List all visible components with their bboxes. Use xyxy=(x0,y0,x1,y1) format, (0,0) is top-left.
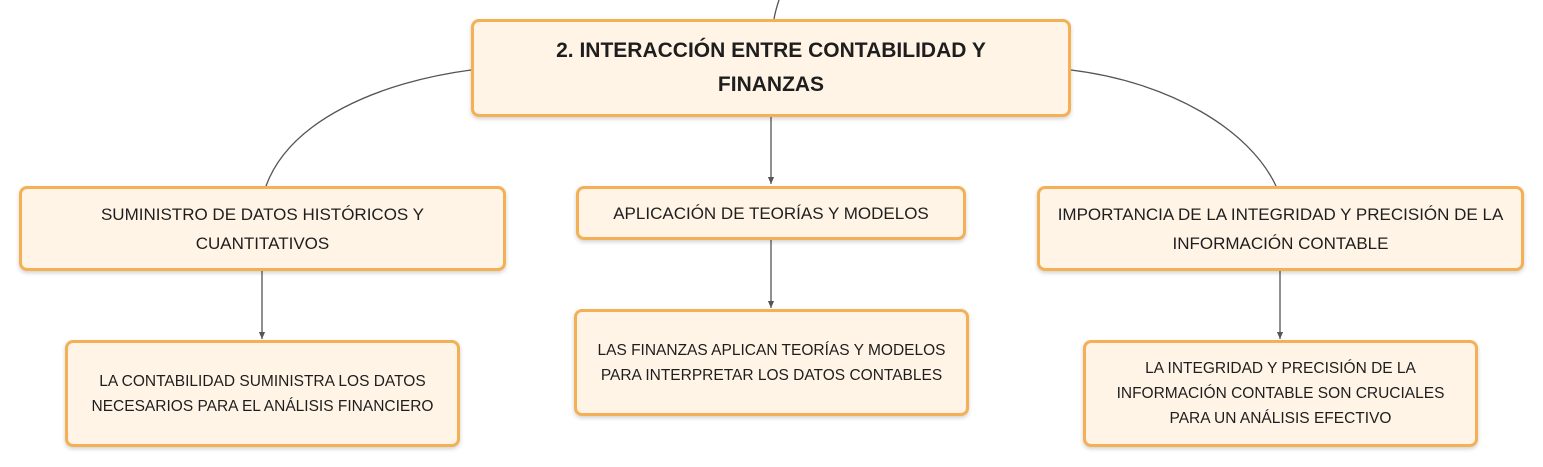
connector-root-to-branch-1 xyxy=(265,69,472,187)
child-node-suministro[interactable]: LA CONTABILIDAD SUMINISTRA LOS DATOS NEC… xyxy=(65,340,460,447)
root-node[interactable]: 2. INTERACCIÓN ENTRE CONTABILIDAD Y FINA… xyxy=(471,19,1071,117)
connector-root-to-branch-3 xyxy=(1070,69,1277,187)
branch-node-aplicacion[interactable]: APLICACIÓN DE TEORÍAS Y MODELOS xyxy=(576,186,966,240)
branch-node-suministro[interactable]: SUMINISTRO DE DATOS HISTÓRICOS Y CUANTIT… xyxy=(19,186,506,271)
incoming-connector xyxy=(773,0,780,20)
child-label-suministro: LA CONTABILIDAD SUMINISTRA LOS DATOS NEC… xyxy=(91,372,434,415)
branch-node-importancia[interactable]: IMPORTANCIA DE LA INTEGRIDAD Y PRECISIÓN… xyxy=(1037,186,1524,271)
branch-label-suministro: SUMINISTRO DE DATOS HISTÓRICOS Y CUANTIT… xyxy=(100,204,425,253)
root-label: 2. INTERACCIÓN ENTRE CONTABILIDAD Y FINA… xyxy=(556,39,986,96)
child-label-importancia: LA INTEGRIDAD Y PRECISIÓN DE LA INFORMAC… xyxy=(1116,360,1445,427)
child-node-importancia[interactable]: LA INTEGRIDAD Y PRECISIÓN DE LA INFORMAC… xyxy=(1083,340,1478,447)
branch-label-aplicacion: APLICACIÓN DE TEORÍAS Y MODELOS xyxy=(613,203,929,223)
branch-label-importancia: IMPORTANCIA DE LA INTEGRIDAD Y PRECISIÓN… xyxy=(1057,204,1504,253)
child-node-aplicacion[interactable]: LAS FINANZAS APLICAN TEORÍAS Y MODELOS P… xyxy=(574,309,969,416)
child-label-aplicacion: LAS FINANZAS APLICAN TEORÍAS Y MODELOS P… xyxy=(597,341,946,384)
